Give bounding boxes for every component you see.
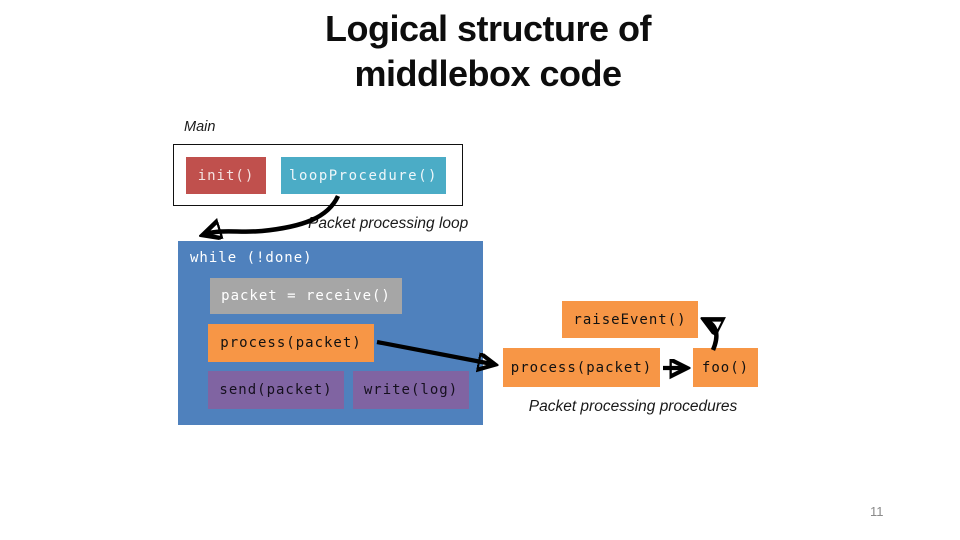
loop-procedure-box: loopProcedure() bbox=[281, 157, 446, 194]
slide-title: Logical structure of middlebox code bbox=[8, 6, 960, 96]
foo-box: foo() bbox=[693, 348, 758, 387]
packet-processing-loop-box: while (!done) packet = receive() process… bbox=[178, 241, 483, 425]
process-box: process(packet) bbox=[208, 324, 374, 362]
title-line-2: middlebox code bbox=[354, 53, 622, 94]
receive-box: packet = receive() bbox=[210, 278, 402, 314]
main-program-box: init() loopProcedure() bbox=[173, 144, 463, 206]
title-line-1: Logical structure of bbox=[324, 8, 652, 49]
packet-processing-procedures-label: Packet processing procedures bbox=[528, 398, 738, 415]
init-box: init() bbox=[186, 157, 266, 194]
write-box: write(log) bbox=[353, 371, 469, 409]
packet-processing-loop-label: Packet processing loop bbox=[308, 215, 469, 232]
send-box: send(packet) bbox=[208, 371, 344, 409]
raise-event-box: raiseEvent() bbox=[562, 301, 698, 338]
process-procedure-box: process(packet) bbox=[503, 348, 660, 387]
arrow-foo-to-raise-event bbox=[707, 321, 716, 351]
main-label: Main bbox=[184, 119, 216, 135]
page-number: 11 bbox=[870, 504, 884, 519]
while-statement: while (!done) bbox=[190, 250, 313, 266]
